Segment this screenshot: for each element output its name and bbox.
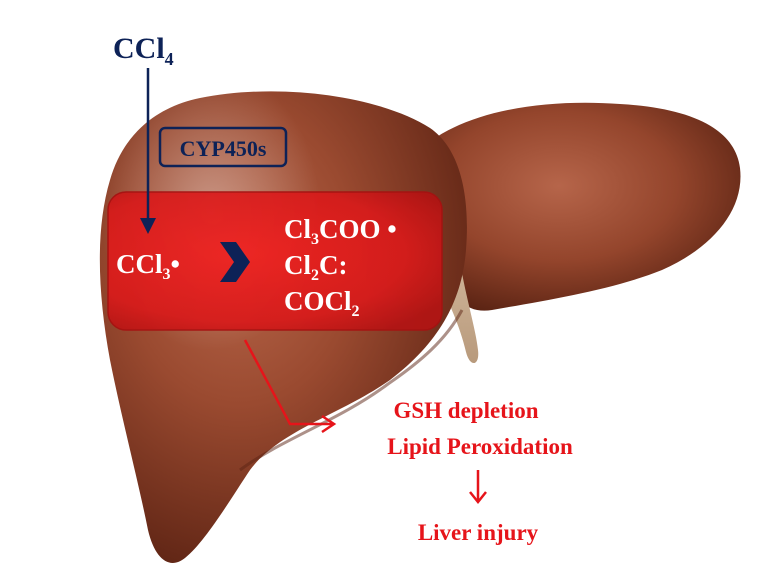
effect-gsh-depletion: GSH depletion	[393, 398, 538, 423]
liver-edge-detail	[239, 309, 464, 472]
conversion-arrow	[220, 242, 250, 282]
effect-arrow-line	[243, 339, 332, 426]
product-1: Cl3COO •	[284, 214, 397, 248]
ccl4-label: CCl4	[113, 32, 174, 69]
ccl3-radical: CCl3•	[116, 249, 180, 283]
cyp450-label: CYP450s	[180, 136, 267, 161]
metabolism-arrow-head	[140, 218, 156, 234]
outcome-arrow-head	[469, 491, 487, 505]
effect-arrow-head	[321, 414, 337, 434]
cyp450-box	[158, 126, 288, 168]
outcome-liver-injury: Liver injury	[418, 520, 539, 545]
liver-right-lobe	[410, 102, 741, 311]
product-2: Cl2C:	[284, 250, 348, 284]
effect-lipid-peroxidation: Lipid Peroxidation	[387, 434, 573, 459]
reaction-box	[107, 191, 443, 331]
product-3: COCl2	[284, 286, 360, 320]
